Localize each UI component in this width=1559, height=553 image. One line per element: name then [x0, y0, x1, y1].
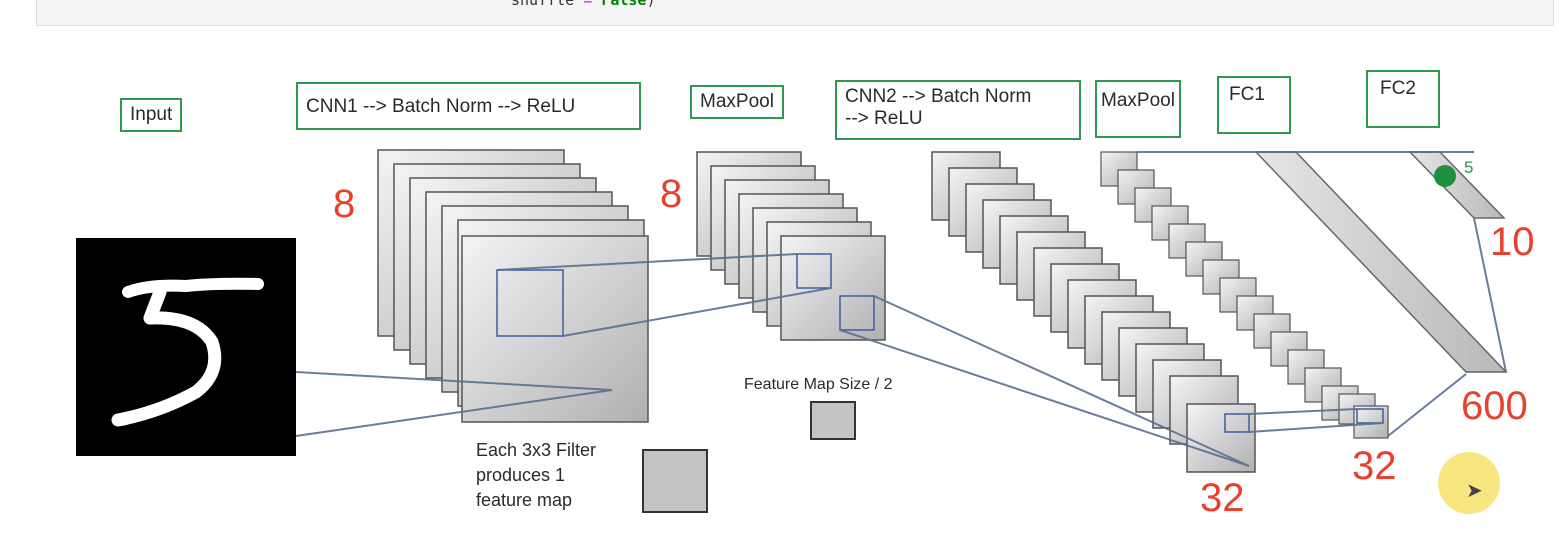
pool2-map-count: 32 — [1200, 476, 1245, 520]
pool1-windows — [796, 253, 875, 331]
cursor-highlight — [1438, 452, 1500, 514]
filter-note: Each 3x3 Filter produces 1 feature map — [476, 440, 597, 510]
feature-map-legend-square — [642, 449, 708, 513]
fc2-input-size: 600 — [1461, 384, 1528, 428]
cnn1-feature-maps — [377, 149, 649, 423]
pooled-map-legend-square — [810, 401, 856, 440]
pool1-feature-maps — [696, 151, 886, 341]
connection-lines — [295, 151, 1507, 467]
code-line: shuffle = False) — [511, 0, 656, 9]
code-value: False — [601, 0, 647, 9]
cnn1-label: CNN1 --> Batch Norm --> ReLU — [296, 82, 641, 130]
output-size: 10 — [1490, 220, 1535, 264]
fc1-size: 32 — [1352, 444, 1397, 488]
cnn1-map-count: 8 — [333, 182, 356, 226]
fc2-layer — [1408, 151, 1506, 219]
pool2-feature-maps — [1100, 151, 1389, 439]
input-image — [76, 238, 296, 456]
code-operator: = — [583, 0, 593, 9]
cnn2-feature-maps — [931, 151, 1256, 473]
cnn2-window — [1224, 413, 1250, 433]
fc1-label: FC1 — [1217, 76, 1291, 134]
cursor-icon: ➤ — [1466, 480, 1483, 502]
input-label: Input — [120, 98, 183, 132]
maxpool1-label: MaxPool — [690, 85, 784, 119]
maxpool2-label: MaxPool — [1095, 80, 1181, 138]
code-tail: ) — [646, 0, 656, 9]
feature-map-note: Feature Map Size / 2 — [744, 376, 893, 393]
output-node-label: 5 — [1464, 158, 1474, 177]
code-cell: shuffle = False) — [36, 0, 1554, 26]
cnn2-label: CNN2 --> Batch Norm --> ReLU — [835, 80, 1081, 140]
code-name: shuffle — [511, 0, 575, 9]
fc2-label: FC2 — [1366, 70, 1440, 128]
output-node — [1434, 165, 1456, 187]
pool1-map-count: 8 — [660, 172, 683, 216]
cnn1-filter-window — [496, 269, 564, 337]
